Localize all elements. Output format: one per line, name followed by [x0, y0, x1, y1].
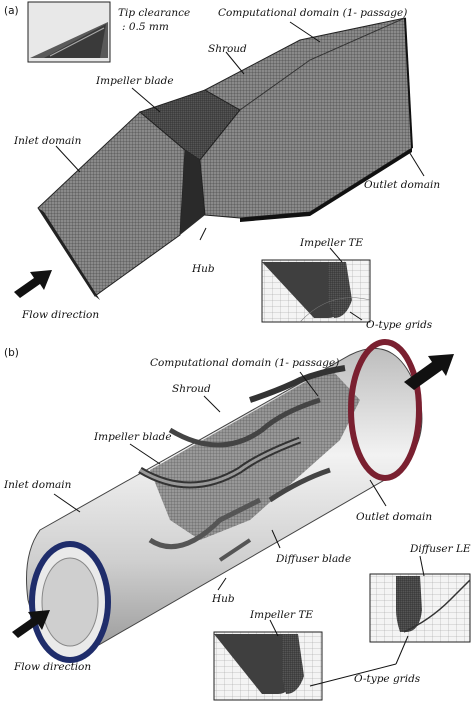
label-a-tip-clearance-1: Tip clearance	[118, 7, 190, 19]
flow-direction-arrow-b-in	[12, 610, 50, 638]
label-b-diffuser-blade: Diffuser blade	[275, 553, 351, 565]
label-a-tip-clearance-2: : 0.5 mm	[122, 21, 169, 33]
label-a-o-type-grids: O-type grids	[366, 319, 433, 331]
label-a-shroud: Shroud	[208, 43, 247, 55]
label-b-impeller-blade: Impeller blade	[93, 431, 172, 443]
label-b-shroud: Shroud	[172, 383, 211, 395]
label-b-inlet-domain: Inlet domain	[3, 479, 72, 491]
label-a-impeller-te: Impeller TE	[299, 237, 363, 249]
label-b-computational-domain: Computational domain (1- passage)	[150, 357, 339, 369]
panel-a-tag: (a)	[4, 5, 19, 17]
label-a-inlet-domain: Inlet domain	[13, 135, 82, 147]
label-b-o-type-grids: O-type grids	[354, 673, 421, 685]
panel-b-cylinder	[26, 339, 423, 663]
diffuser-le-inset	[369, 573, 471, 643]
label-a-computational-domain: Computational domain (1- passage)	[218, 7, 407, 19]
label-a-flow-direction: Flow direction	[21, 309, 99, 321]
label-b-flow-direction: Flow direction	[13, 661, 91, 673]
panel-b-tag: (b)	[4, 347, 19, 359]
label-a-outlet-domain: Outlet domain	[364, 179, 440, 191]
flow-direction-arrow-a	[14, 270, 52, 298]
panel-b: (b)	[3, 339, 471, 701]
label-b-diffuser-le: Diffuser LE	[409, 543, 471, 555]
label-b-hub: Hub	[211, 593, 235, 605]
label-a-impeller-blade: Impeller blade	[95, 75, 174, 87]
tip-clearance-inset	[27, 1, 111, 63]
impeller-te-inset-b	[213, 631, 323, 701]
flow-direction-arrow-b-out	[404, 354, 454, 390]
label-b-impeller-te: Impeller TE	[249, 609, 313, 621]
outlet-ring	[348, 339, 422, 481]
label-a-hub: Hub	[191, 263, 215, 275]
impeller-te-inset-a	[261, 259, 371, 323]
panel-a-mesh	[37, 17, 413, 300]
label-b-outlet-domain: Outlet domain	[356, 511, 432, 523]
panel-a: (a) Tip clearance : 0.5 mm	[4, 1, 440, 331]
